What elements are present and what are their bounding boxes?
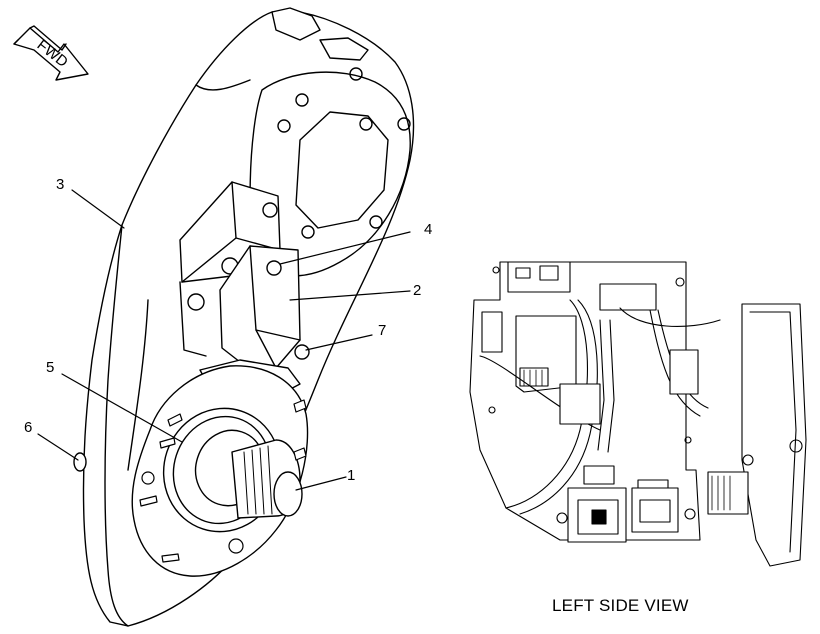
callout-7: 7 [378, 322, 387, 339]
leader-lines [37, 189, 411, 491]
left-side-view-drawing [469, 261, 807, 567]
flange-studs [139, 399, 307, 563]
fwd-arrow-icon: FWD [13, 25, 89, 81]
transfer-gear-housing [73, 7, 415, 627]
callout-3: 3 [56, 176, 65, 193]
callout-2: 2 [413, 282, 422, 299]
callout-4: 4 [424, 221, 433, 238]
view-label: LEFT SIDE VIEW [552, 596, 689, 615]
callout-6: 6 [24, 419, 33, 436]
callout-1: 1 [347, 467, 356, 484]
callout-5: 5 [46, 359, 55, 376]
